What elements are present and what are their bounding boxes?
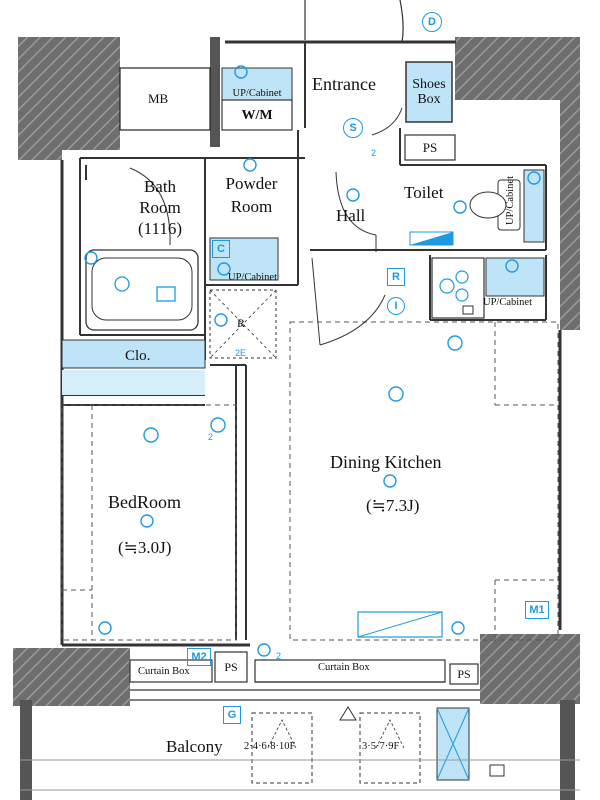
symbol-two-e-closet: 2E (235, 348, 247, 358)
ps-bottom-right-box (449, 663, 479, 685)
powder-room-label: Powder Room (225, 174, 278, 216)
hall-label: Hall (336, 206, 366, 225)
up-cabinet-top-label: UP/Cabinet (232, 88, 282, 99)
symbol-i-icon: I (387, 297, 405, 315)
ps-top-box (404, 134, 456, 161)
up-cabinet-kitchen-label: UP/Cabinet (483, 297, 532, 308)
curtain-box-left-label: Curtain Box (138, 666, 190, 677)
up-cabinet-powder-label: UP/Cabinet (228, 272, 277, 283)
closet-shelf (62, 370, 205, 395)
bottom-sashes (129, 659, 480, 701)
toilet-sink (410, 232, 453, 245)
curtain-box-right-label: Curtain Box (318, 662, 370, 673)
kitchen-window-sill (357, 611, 443, 638)
floors-a-label: 2·4·6·8·10F (244, 741, 296, 752)
entrance-label: Entrance (312, 74, 376, 94)
symbol-two-bedroom: 2 (208, 432, 214, 442)
bedroom-size: (≒3.0J) (118, 538, 172, 557)
ps-bottom-right-label: PS (457, 666, 471, 681)
mb-label: MB (148, 91, 169, 106)
bedroom-label: BedRoom (108, 492, 182, 512)
ps-bottom-left-label: PS (224, 659, 238, 674)
symbol-d-icon: D (422, 12, 442, 32)
closet-band (61, 339, 206, 369)
closet-label: Clo. (125, 348, 151, 364)
shoes-box-label: Shoes Box (412, 77, 446, 107)
ps-bottom-left-box (214, 651, 248, 683)
toilet-fixture (469, 169, 545, 243)
symbol-two-bottom: 2 (276, 651, 282, 661)
up-cabinet-toilet-label: UP/Cabinet (505, 176, 516, 225)
structural-walls (13, 37, 580, 800)
dining-kitchen-size: (≒7.3J) (366, 496, 420, 515)
bath-room-label: Bath Room (1116) (137, 177, 183, 238)
mb-box (119, 67, 211, 131)
dining-kitchen-label: Dining Kitchen (330, 452, 442, 472)
symbol-m1-icon: M1 (525, 601, 549, 619)
symbol-r-hatch-label: R (236, 315, 245, 330)
up-cabinet-top-area (221, 67, 293, 101)
wm-label: W/M (241, 107, 273, 123)
ceiling-lights (84, 65, 541, 657)
shoes-box-fill (405, 61, 453, 123)
symbol-s-icon: S (343, 118, 363, 138)
symbol-r-icon: R (387, 268, 405, 286)
floors-b-label: 3·5·7·9F (362, 741, 400, 752)
dashed-outlines (61, 321, 559, 641)
kitchen-cabinet (485, 257, 545, 297)
ps-top-label: PS (422, 140, 438, 155)
symbol-g-icon: G (223, 706, 241, 724)
powder-cabinet (209, 237, 279, 281)
symbol-two-entrance: 2 (371, 148, 377, 158)
balcony-unit-b (359, 712, 421, 784)
balcony-label: Balcony (166, 737, 223, 756)
bathtub (85, 249, 199, 331)
wm-box (221, 99, 293, 131)
balcony-triangle (339, 706, 357, 721)
balcony-unit-a (251, 712, 313, 784)
toilet-label: Toilet (404, 183, 444, 202)
storage-hatch-box (209, 289, 277, 359)
symbol-m2-icon: M2 (187, 648, 211, 666)
outlet-icon (489, 764, 505, 777)
symbol-c-icon: C (212, 240, 230, 258)
